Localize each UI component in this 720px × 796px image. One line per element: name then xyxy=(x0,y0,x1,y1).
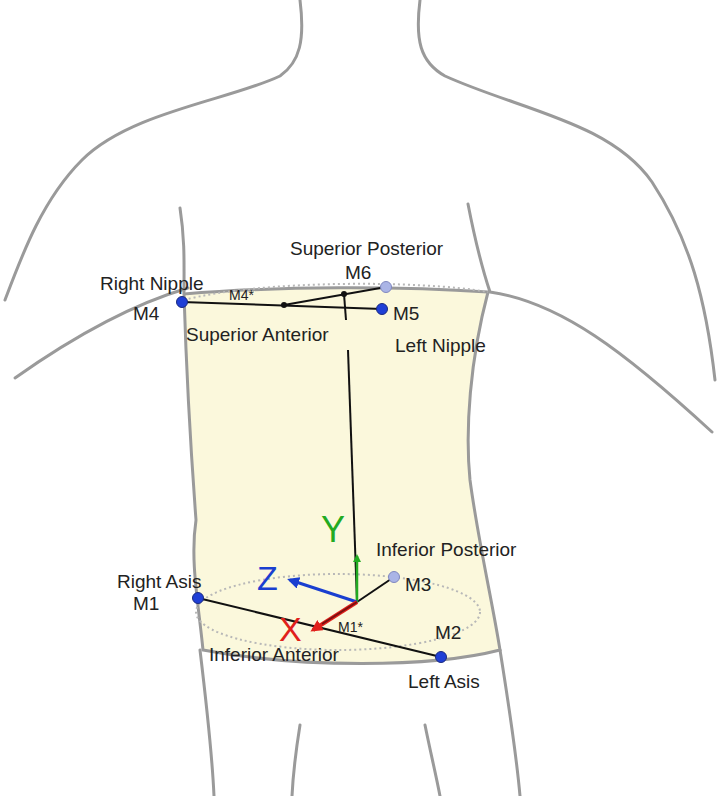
marker-id: M2 xyxy=(435,623,461,642)
landmark-label: Left Asis xyxy=(408,672,480,691)
landmark-label: Right Nipple xyxy=(100,274,204,293)
marker-id: M6 xyxy=(345,263,371,282)
landmark-label: Right Asis xyxy=(117,572,201,591)
landmark-label: Left Nipple xyxy=(395,336,486,355)
axis-label: X xyxy=(279,612,302,646)
marker-id: M1 xyxy=(133,594,159,613)
region-label: Superior Anterior xyxy=(186,325,329,344)
axis-label: Z xyxy=(257,561,278,595)
region-label: Inferior Posterior xyxy=(376,540,516,559)
axis-label: Y xyxy=(321,512,345,548)
marker-id: M5 xyxy=(393,304,419,323)
region-label: Inferior Anterior xyxy=(209,645,339,664)
marker-id: M4 xyxy=(133,304,159,323)
marker-id: M1* xyxy=(338,620,363,634)
region-label: Superior Posterior xyxy=(290,239,443,258)
marker-id: M3 xyxy=(405,575,431,594)
marker-id: M4* xyxy=(229,288,254,302)
